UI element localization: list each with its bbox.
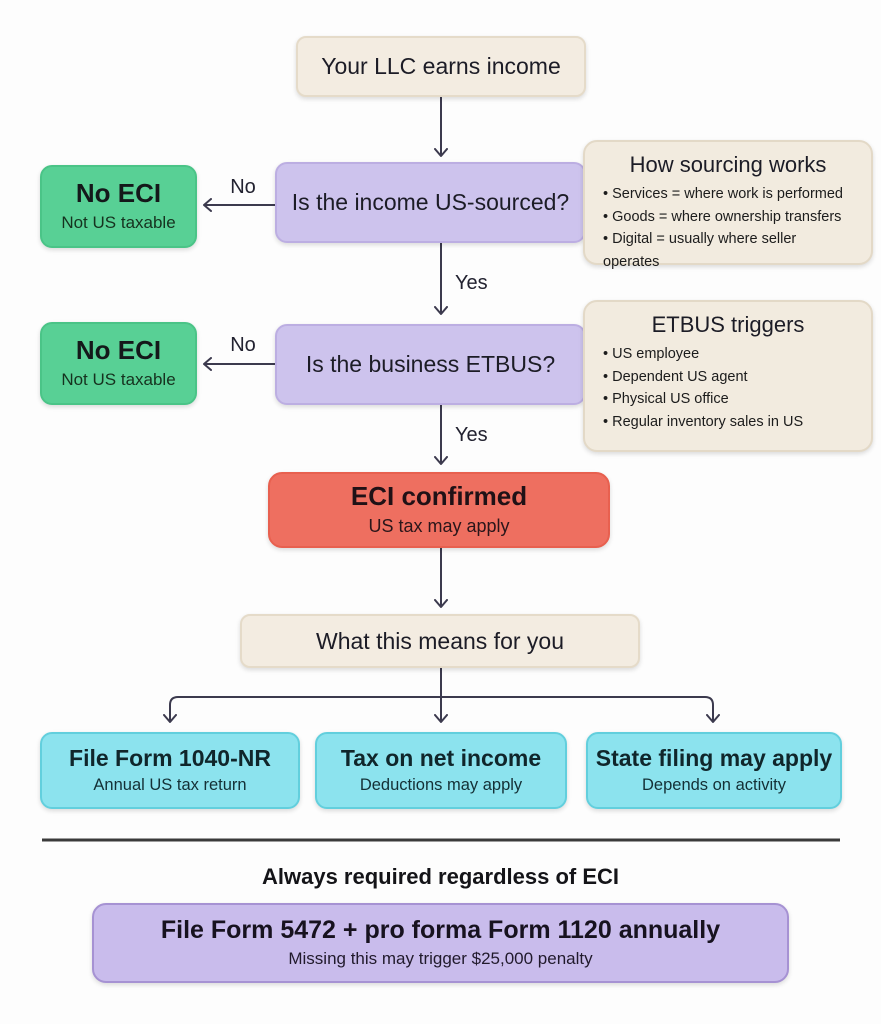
footer-heading: Always required regardless of ECI [261,864,620,889]
node-subtitle: Not US taxable [61,212,176,232]
infobox-how-sourcing-works: How sourcing works • Services = where wo… [583,140,873,270]
node-title: What this means for you [316,627,564,654]
bullet-item: • US employee [603,346,700,363]
node-subtitle: Deductions may apply [359,775,523,794]
infobox-bullet-list: • Services = where work is performed • G… [601,183,855,273]
node-title: File Form 1040-NR [69,745,271,772]
node-subtitle: Missing this may trigger $25,000 penalty [288,949,593,969]
bullet-item: • Digital = usually where seller operate… [603,231,797,270]
node-outcome-state-filing: State filing may apply Depends on activi… [586,732,842,809]
node-outcome-net-income: Tax on net income Deductions may apply [315,732,567,809]
node-title: File Form 5472 + pro forma Form 1120 ann… [160,915,721,944]
edge-label-no-2: No [230,334,256,356]
node-outcome-1040nr: File Form 1040-NR Annual US tax return [40,732,300,809]
node-title: Tax on net income [340,745,542,772]
infobox-etbus-triggers: ETBUS triggers • US employee • Dependent… [583,300,873,452]
bullet-item: • Dependent US agent [603,368,748,385]
node-form-5472-requirement: File Form 5472 + pro forma Form 1120 ann… [92,903,789,983]
node-no-eci-1: No ECI Not US taxable [40,165,197,248]
infobox-title: How sourcing works [629,152,827,177]
infobox-bullet-list: • US employee • Dependent US agent • Phy… [601,343,855,433]
infobox-title: ETBUS triggers [651,312,805,337]
node-subtitle: Annual US tax return [93,775,247,794]
node-title: Is the income US-sourced? [291,189,570,216]
node-subtitle: Not US taxable [61,369,176,389]
node-what-this-means: What this means for you [240,614,640,668]
node-title: Is the business ETBUS? [305,351,556,378]
edge-label-yes-2: Yes [455,424,488,446]
node-title: No ECI [75,178,162,208]
bullet-item: • Goods = where ownership transfers [603,208,842,225]
node-question-us-sourced: Is the income US-sourced? [275,162,586,243]
bullet-item: • Physical US office [603,391,729,408]
node-no-eci-2: No ECI Not US taxable [40,322,197,405]
node-title: State filing may apply [595,745,833,772]
node-title: No ECI [75,335,162,365]
node-subtitle: Depends on activity [642,775,786,794]
node-question-etbus: Is the business ETBUS? [275,324,586,405]
node-subtitle: US tax may apply [368,515,510,536]
node-title: Your LLC earns income [321,53,561,80]
bullet-item: • Regular inventory sales in US [603,413,804,430]
node-eci-confirmed: ECI confirmed US tax may apply [268,472,610,548]
bullet-item: • Services = where work is performed [603,186,843,203]
arrow-branch-left [163,696,441,723]
arrow-branch-right [441,696,720,723]
edge-label-yes-1: Yes [455,272,488,294]
node-title: ECI confirmed [350,480,528,511]
edge-label-no-1: No [230,176,256,198]
node-llc-earns-income: Your LLC earns income [296,36,586,97]
